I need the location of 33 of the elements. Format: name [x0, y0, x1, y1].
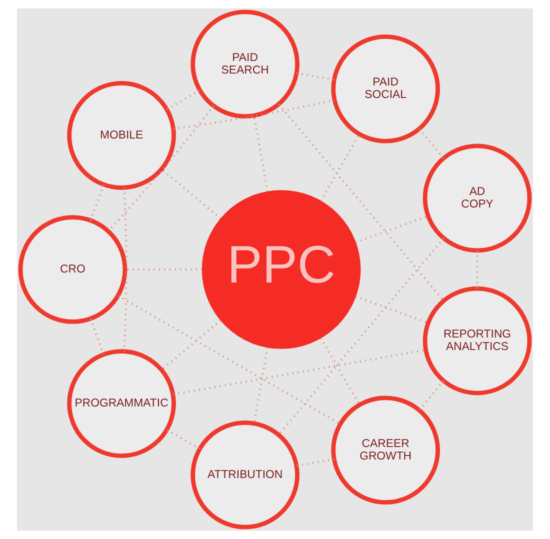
connector — [160, 168, 222, 220]
connector — [166, 89, 200, 110]
connector — [160, 320, 222, 371]
node-circle: PAID SOCIAL — [331, 34, 440, 144]
connector — [108, 105, 214, 232]
connector — [355, 215, 429, 244]
node-circle: REPORTING ANALYTICS — [422, 286, 532, 396]
node-circle: PAID SEARCH — [190, 10, 300, 119]
connector — [166, 428, 200, 450]
connector — [253, 347, 269, 424]
connector — [278, 238, 444, 436]
connector — [355, 296, 429, 324]
connector — [173, 99, 335, 130]
connector — [278, 104, 444, 302]
connector — [320, 134, 360, 202]
connector — [296, 458, 334, 467]
connector — [296, 72, 334, 81]
connector — [90, 184, 105, 221]
connector — [253, 115, 269, 192]
connector — [90, 318, 105, 355]
node-circle: AD COPY — [422, 144, 532, 253]
connector — [418, 380, 444, 411]
node-circle: CAREER GROWTH — [331, 396, 440, 505]
connector — [320, 337, 360, 406]
node-circle: PROGRAMMATIC — [67, 349, 176, 458]
node-circle: MOBILE — [67, 81, 176, 190]
node-circle: CRO — [18, 215, 128, 324]
connector — [173, 348, 426, 396]
node-circle: PPC — [202, 190, 361, 349]
connector — [118, 294, 341, 425]
node-circle: ATTRIBUTION — [190, 420, 300, 530]
connector — [123, 188, 128, 352]
connector — [418, 128, 444, 159]
